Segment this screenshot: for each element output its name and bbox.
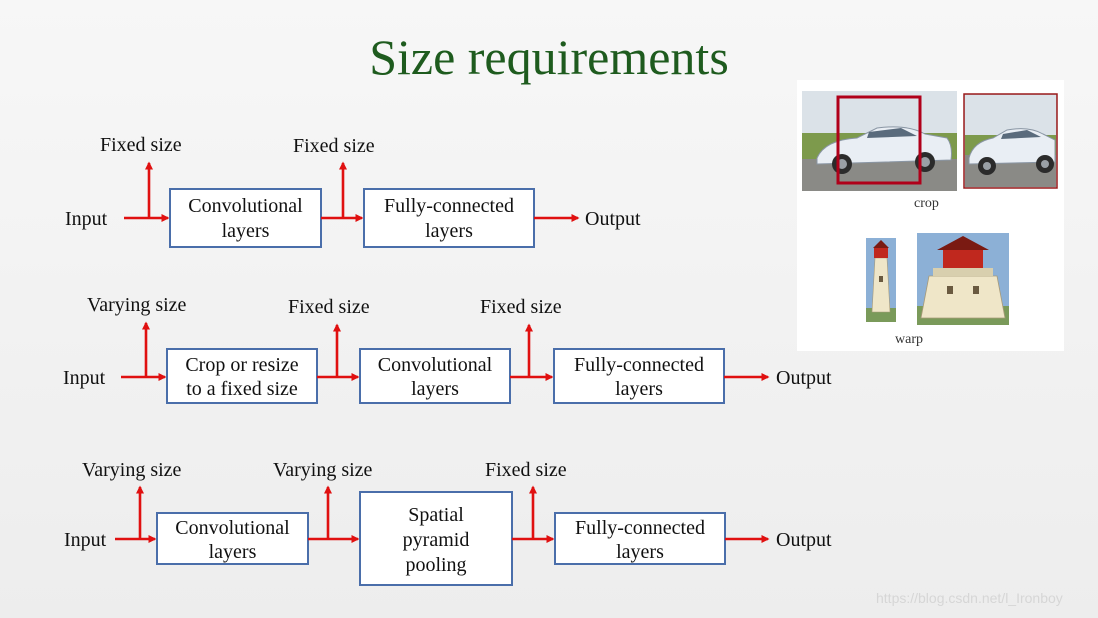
watermark: https://blog.csdn.net/l_Ironboy: [876, 590, 1063, 606]
row2-conv-box: Convolutional layers: [359, 348, 511, 404]
row3-input-label: Input: [64, 529, 107, 551]
examples-panel: crop warp: [797, 80, 1064, 351]
row2-size-a-label: Varying size: [87, 294, 187, 316]
row2-conv-line2: layers: [411, 378, 459, 400]
row1-size-b-label: Fixed size: [293, 135, 375, 157]
row2-conv-line1: Convolutional: [378, 354, 493, 376]
row2-fc-line2: layers: [615, 378, 663, 400]
row3-output-label: Output: [776, 529, 832, 551]
car-photo-original: [802, 91, 957, 191]
row3-conv-line1: Convolutional: [175, 517, 290, 539]
row2-crop-line2: to a fixed size: [186, 378, 298, 400]
row-3: Input Varying size Convolutional layers …: [64, 459, 832, 586]
lighthouse-photo-wide: [917, 233, 1009, 325]
row-1: Input Fixed size Convolutional layers Fi…: [65, 134, 641, 248]
row3-spp-line1: Spatial: [408, 504, 464, 526]
crop-caption: crop: [914, 196, 939, 211]
row3-size-c-label: Fixed size: [485, 459, 567, 481]
row2-input-label: Input: [63, 367, 106, 389]
row3-conv-line2: layers: [209, 541, 257, 563]
row3-size-b-label: Varying size: [273, 459, 373, 481]
row1-input-label: Input: [65, 208, 108, 230]
warp-caption: warp: [895, 332, 923, 347]
row1-size-a-label: Fixed size: [100, 134, 182, 156]
row3-conv-box: Convolutional layers: [156, 512, 309, 565]
row2-fc-box: Fully-connected layers: [553, 348, 725, 404]
row1-conv-box: Convolutional layers: [169, 188, 322, 248]
row3-spp-box: Spatial pyramid pooling: [359, 491, 513, 586]
row2-crop-line1: Crop or resize: [185, 354, 298, 376]
car-photo-cropped: [963, 93, 1058, 189]
row3-fc-line2: layers: [616, 541, 664, 563]
row3-fc-line1: Fully-connected: [575, 517, 705, 539]
row1-fc-line2: layers: [425, 220, 473, 242]
row2-size-b-label: Fixed size: [288, 296, 370, 318]
row1-fc-box: Fully-connected layers: [363, 188, 535, 248]
row3-fc-box: Fully-connected layers: [554, 512, 726, 565]
row3-spp-line3: pooling: [405, 554, 466, 576]
slide-title: Size requirements: [369, 29, 729, 85]
row2-output-label: Output: [776, 367, 832, 389]
row2-size-c-label: Fixed size: [480, 296, 562, 318]
row1-output-label: Output: [585, 208, 641, 230]
row3-spp-line2: pyramid: [403, 529, 470, 551]
row1-fc-line1: Fully-connected: [384, 195, 514, 217]
row1-conv-line2: layers: [222, 220, 270, 242]
crop-region-frame: [836, 95, 922, 185]
row2-crop-box: Crop or resize to a fixed size: [166, 348, 318, 404]
row2-fc-line1: Fully-connected: [574, 354, 704, 376]
row1-conv-line1: Convolutional: [188, 195, 303, 217]
row3-size-a-label: Varying size: [82, 459, 182, 481]
lighthouse-photo-narrow: [866, 238, 896, 322]
row-2: Input Varying size Crop or resize to a f…: [63, 294, 832, 404]
